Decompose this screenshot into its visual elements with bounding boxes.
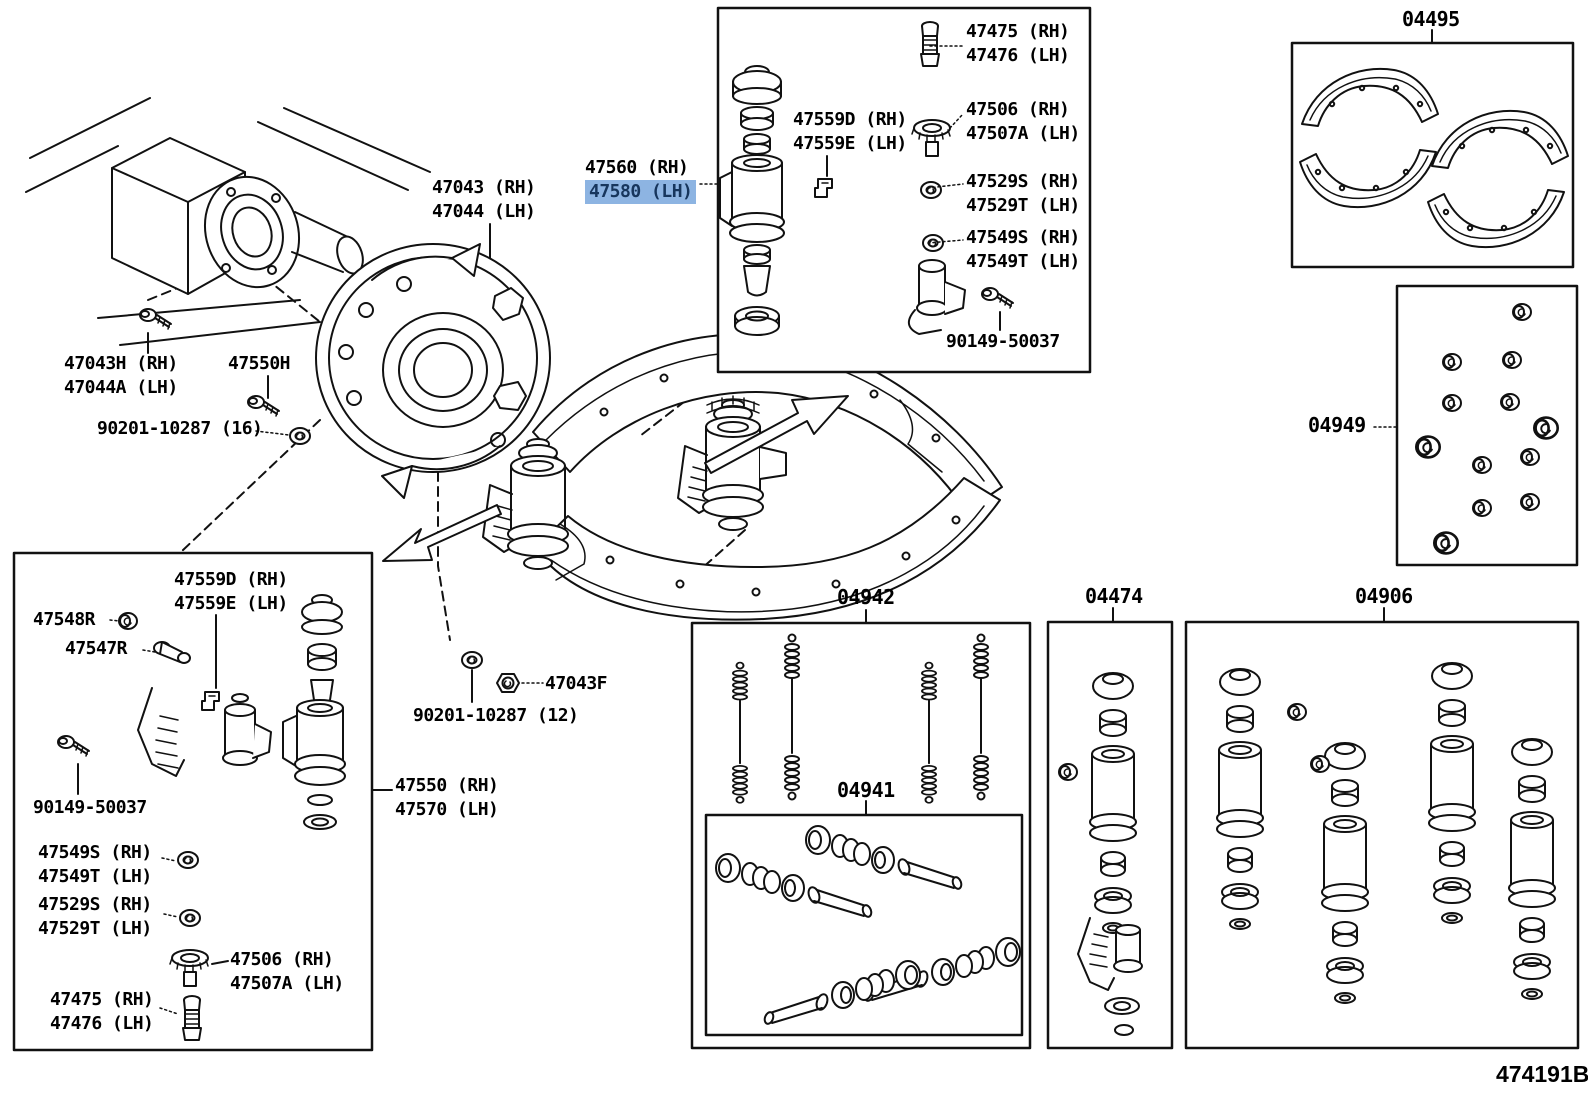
wheel-cylinders-drawing (482, 395, 787, 570)
part-number: 47529T (LH) (966, 195, 1080, 216)
part-number: 04906 (1355, 584, 1413, 608)
fastener-drawings (139, 308, 544, 703)
left-callout-box (12, 551, 374, 1052)
box-04906 (1184, 607, 1580, 1050)
arrow-to-top-kit (704, 395, 849, 474)
part-number: 47560 (RH) (585, 157, 689, 178)
callout-axle-bolt[interactable]: 47043H (RH) 47044A (LH) (64, 352, 178, 400)
callout-clip-left[interactable]: 47559D (RH) 47559E (LH) (174, 568, 288, 616)
callout-adjuster[interactable]: 47550 (RH) 47570 (LH) (395, 774, 499, 822)
box-04474 (1046, 607, 1174, 1050)
part-number: 47529S (RH) (38, 894, 152, 915)
box-04941 (704, 800, 1024, 1037)
kit-title-04495[interactable]: 04495 (1402, 8, 1460, 30)
part-number: 47559D (RH) (174, 569, 288, 590)
kit-title-04906[interactable]: 04906 (1355, 585, 1413, 607)
callout-washer-t-left[interactable]: 47549S (RH) 47549T (LH) (38, 841, 152, 889)
box-04495 (1290, 29, 1575, 269)
part-number: 04941 (837, 778, 895, 802)
callout-adjuster-wheel-left[interactable]: 47506 (RH) 47507A (LH) (230, 948, 344, 996)
part-number: 47476 (LH) (50, 1013, 154, 1034)
part-number: 90201-10287 (16) (97, 418, 263, 439)
part-number: 47549T (LH) (966, 251, 1080, 272)
part-number: 47550 (RH) (395, 775, 499, 796)
part-number: 47476 (LH) (966, 45, 1070, 66)
kit-title-04949[interactable]: 04949 (1308, 414, 1366, 436)
callout-clip-top[interactable]: 47559D (RH) 47559E (LH) (793, 108, 907, 156)
part-number: 47475 (RH) (966, 21, 1070, 42)
part-number: 47549S (RH) (38, 842, 152, 863)
kit-title-04474[interactable]: 04474 (1085, 585, 1143, 607)
part-number: 90201-10287 (12) (413, 705, 579, 726)
part-number: 47549S (RH) (966, 227, 1080, 248)
part-number: 47548R (33, 609, 96, 630)
part-number: 47529S (RH) (966, 171, 1080, 192)
part-number: 47559E (LH) (793, 133, 907, 154)
direction-arrows (382, 395, 849, 562)
callout-backing-plate[interactable]: 47043 (RH) 47044 (LH) (432, 176, 536, 224)
part-number: 47550H (228, 353, 291, 374)
part-number: 47507A (LH) (230, 973, 344, 994)
part-number: 47559E (LH) (174, 593, 288, 614)
box-04949 (1373, 284, 1579, 567)
part-number: 47570 (LH) (395, 799, 499, 820)
part-number: 04949 (1308, 413, 1366, 437)
axle-assembly-drawing (25, 97, 431, 346)
callout-bleeder-left[interactable]: 47475 (RH) 47476 (LH) (50, 988, 154, 1036)
callout-switch-left[interactable]: 47547R (65, 637, 128, 661)
callout-bleeder-top[interactable]: 47475 (RH) 47476 (LH) (966, 20, 1070, 68)
part-number: 47559D (RH) (793, 109, 907, 130)
figure-code: 474191B (1496, 1061, 1588, 1087)
callout-washer-16[interactable]: 90201-10287 (16) (97, 417, 263, 441)
part-number-selected[interactable]: 47580 (LH) (585, 180, 697, 204)
callout-washer-s-left[interactable]: 47529S (RH) 47529T (LH) (38, 893, 152, 941)
callout-nut-f[interactable]: 47043F (545, 672, 608, 696)
part-number: 47547R (65, 638, 128, 659)
part-number: 47043H (RH) (64, 353, 178, 374)
part-number: 47044 (LH) (432, 201, 536, 222)
callout-washer-s-top[interactable]: 47529S (RH) 47529T (LH) (966, 170, 1080, 218)
part-number: 04942 (837, 585, 895, 609)
part-number: 90149-50037 (946, 331, 1060, 352)
part-number: 04474 (1085, 584, 1143, 608)
part-number: 47506 (RH) (230, 949, 334, 970)
kit-title-04941[interactable]: 04941 (837, 779, 895, 801)
callout-washer-t-top[interactable]: 47549S (RH) 47549T (LH) (966, 226, 1080, 274)
callout-wheel-cylinder[interactable]: 47560 (RH) 47580 (LH) (585, 156, 697, 204)
callout-plate-set-bolt[interactable]: 47550H (228, 352, 291, 376)
callout-nut-12[interactable]: 90201-10287 (12) (413, 704, 579, 728)
part-number: 47549T (LH) (38, 866, 152, 887)
callout-bolt-top[interactable]: 90149-50037 (946, 330, 1060, 354)
callout-plug-left[interactable]: 47548R (33, 608, 96, 632)
part-number: 47043F (545, 673, 608, 694)
kit-title-04942[interactable]: 04942 (837, 586, 895, 608)
part-number: 47506 (RH) (966, 99, 1070, 120)
box-04942 (690, 609, 1032, 1050)
callout-bolt-left[interactable]: 90149-50037 (33, 796, 147, 820)
part-number: 47529T (LH) (38, 918, 152, 939)
callout-adjuster-wheel-top[interactable]: 47506 (RH) 47507A (LH) (966, 98, 1080, 146)
part-number: 47475 (RH) (50, 989, 154, 1010)
part-number: 47507A (LH) (966, 123, 1080, 144)
top-box-parts (699, 21, 1014, 336)
backing-plate-drawing (315, 223, 551, 499)
part-number: 90149-50037 (33, 797, 147, 818)
part-number: 47043 (RH) (432, 177, 536, 198)
part-number: 47044A (LH) (64, 377, 178, 398)
arrow-to-left-kit (382, 504, 502, 562)
top-callout-box (699, 6, 1092, 374)
part-number: 04495 (1402, 7, 1460, 31)
